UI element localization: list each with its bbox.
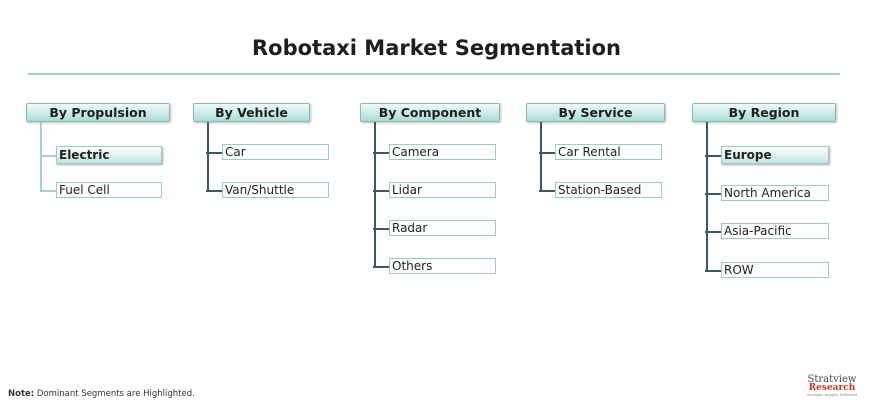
segment-header: By Vehicle (193, 103, 310, 122)
segment-item: Car (206, 144, 329, 160)
segment-item: Camera (373, 144, 496, 160)
segment-header: By Component (360, 103, 500, 122)
segment-header: By Service (526, 103, 665, 122)
segment-item: Lidar (373, 182, 496, 198)
connector-line (374, 122, 376, 266)
segment-item: Radar (373, 220, 496, 236)
segment-item: Asia-Pacific (705, 223, 829, 239)
segment-item: Others (373, 258, 496, 274)
segment-header: By Propulsion (26, 103, 170, 122)
segment-item: Car Rental (539, 144, 662, 160)
footnote: Note: Dominant Segments are Highlighted. (8, 389, 195, 399)
segment-item: Van/Shuttle (206, 182, 329, 198)
note-text: Dominant Segments are Highlighted. (34, 389, 195, 399)
connector-line (706, 122, 708, 270)
stratview-logo: Stratview Research Strategic Insights De… (797, 374, 867, 397)
connector-line (207, 122, 209, 190)
logo-line2: Research (808, 383, 856, 393)
segment-header: By Region (692, 103, 836, 122)
segment-item: ROW (705, 262, 829, 278)
dominant-segment: Europe (705, 146, 829, 164)
logo-line1: Stratview (807, 374, 857, 385)
segment-item: Fuel Cell (40, 182, 162, 198)
diagram-title: Robotaxi Market Segmentation (251, 36, 622, 60)
segment-item: Station-Based (539, 182, 662, 198)
logo-line3: Strategic Insights Delivered (807, 393, 857, 397)
connector-line (540, 122, 542, 190)
segment-item: North America (705, 185, 829, 201)
dominant-segment: Electric (40, 146, 162, 164)
title-divider (28, 73, 840, 75)
note-label: Note: (8, 389, 35, 399)
